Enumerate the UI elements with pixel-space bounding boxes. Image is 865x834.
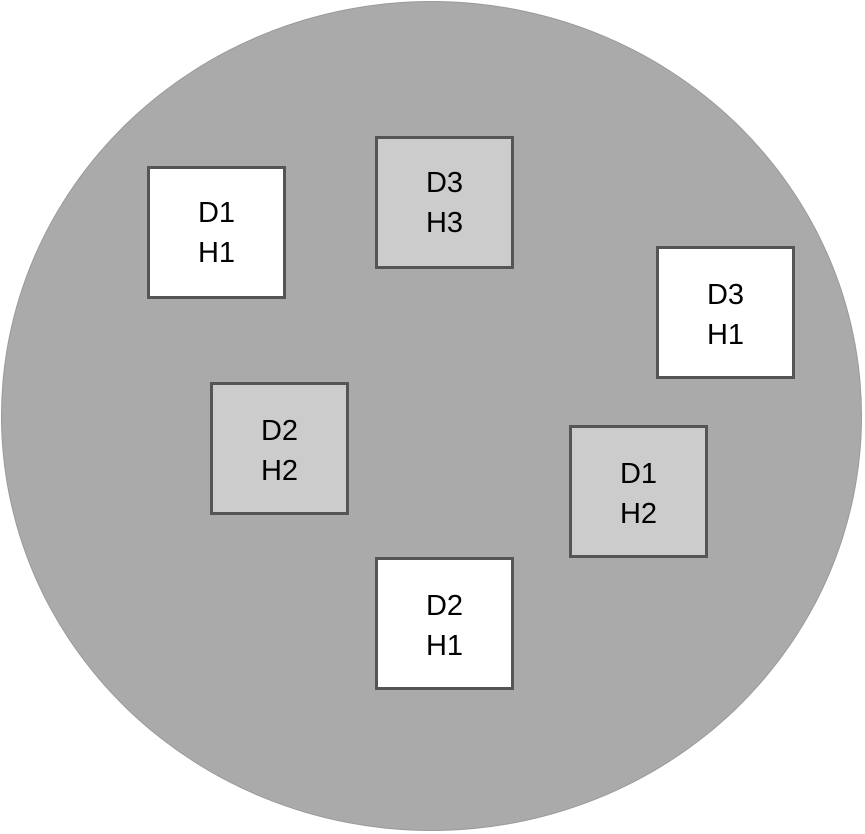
- box-line-1: D3: [425, 167, 464, 199]
- box-line-2: H2: [260, 455, 299, 487]
- box-line-1: D2: [425, 590, 464, 622]
- box-line-1: D1: [619, 458, 658, 490]
- box-d1-h2: D1 H2: [569, 425, 708, 558]
- box-line-2: H2: [619, 498, 658, 530]
- box-d3-h3: D3 H3: [375, 136, 514, 269]
- box-d2-h2: D2 H2: [210, 382, 349, 515]
- box-line-1: D3: [706, 279, 745, 311]
- box-line-2: H3: [425, 207, 464, 239]
- box-d3-h1: D3 H1: [656, 246, 795, 379]
- box-d1-h1: D1 H1: [147, 166, 286, 299]
- box-d2-h1: D2 H1: [375, 557, 514, 690]
- box-line-1: D1: [197, 196, 236, 229]
- box-line-2: H1: [197, 236, 236, 269]
- box-line-2: H1: [706, 319, 745, 351]
- box-line-2: H1: [425, 630, 464, 662]
- box-line-1: D2: [260, 415, 299, 447]
